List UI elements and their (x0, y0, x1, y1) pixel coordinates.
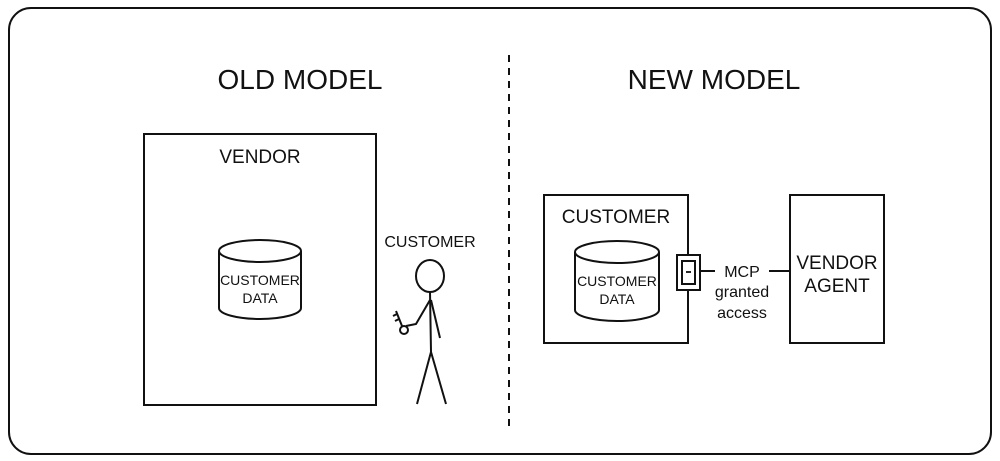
key-icon (392, 310, 409, 335)
old-vendor-label: VENDOR (219, 147, 300, 168)
vendor-agent-box (789, 194, 885, 344)
new-customer-label: CUSTOMER (562, 207, 670, 228)
old-customer-actor-label: CUSTOMER (384, 234, 475, 251)
customer-stick-figure (392, 259, 447, 405)
new-model-title: NEW MODEL (628, 64, 801, 95)
new-customer-data-database: CUSTOMER DATA (574, 240, 660, 322)
new-database-label-line1: CUSTOMER (577, 273, 657, 289)
old-model-section: OLD MODEL VENDOR CUSTOMER DATA CUSTOMER (143, 64, 476, 406)
new-model-section: NEW MODEL CUSTOMER CUSTOMER DATA MCP gra… (543, 64, 885, 344)
database-top (218, 239, 302, 263)
database-icon (218, 251, 302, 320)
old-model-title: OLD MODEL (218, 64, 383, 95)
database-top (574, 240, 660, 264)
stick-figure-left-arm (405, 299, 431, 327)
switch-icon (676, 254, 701, 291)
old-database-label-line2: DATA (242, 290, 278, 306)
stick-figure-right-arm (430, 299, 441, 339)
access-label: access (717, 305, 767, 322)
old-customer-data-database: CUSTOMER DATA (218, 239, 302, 320)
database-icon (574, 252, 660, 322)
new-database-label-line2: DATA (599, 291, 635, 307)
mcp-label: MCP (724, 264, 760, 281)
vendor-agent-label-line2: AGENT (804, 276, 870, 297)
stick-figure-body (429, 291, 432, 353)
stick-figure-legs (416, 348, 447, 405)
old-database-label-line1: CUSTOMER (220, 272, 300, 288)
granted-label: granted (715, 284, 769, 301)
vendor-agent-label-line1: VENDOR (796, 253, 877, 274)
